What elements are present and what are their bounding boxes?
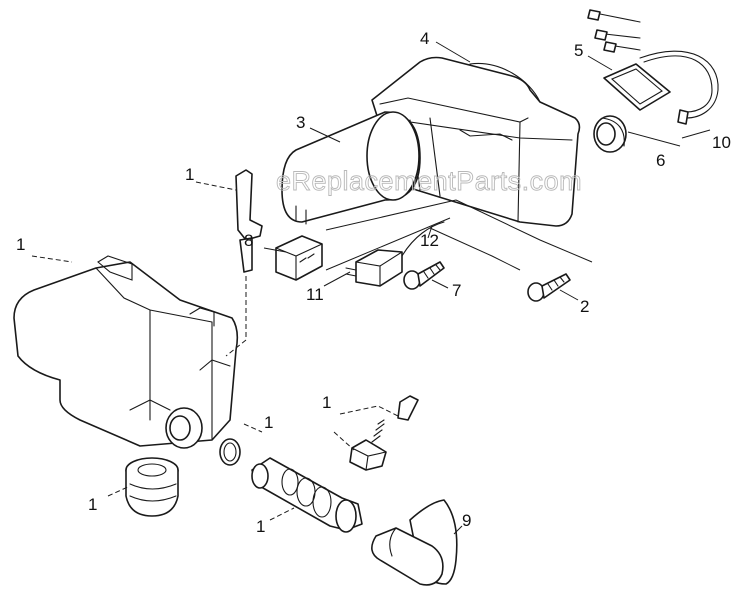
callout-3: 3 (296, 113, 305, 132)
callout-12: 12 (420, 231, 439, 250)
callout-7: 7 (452, 281, 461, 300)
callout-1-clip: 1 (185, 165, 194, 184)
switch (275, 235, 323, 281)
callout-1-cap: 1 (88, 495, 97, 514)
callout-1-body: 1 (16, 235, 25, 254)
callout-6: 6 (656, 151, 665, 170)
valve-stem (251, 457, 363, 533)
callout-2: 2 (580, 297, 589, 316)
callout-5: 5 (574, 41, 583, 60)
screw-7 (403, 261, 445, 290)
seal-frame (603, 63, 671, 111)
callout-9: 9 (462, 511, 471, 530)
connector-block (345, 221, 445, 287)
watermark-text: eReplacementParts.com (276, 166, 582, 196)
callout-leaders (263, 41, 711, 535)
clip-upper (235, 169, 263, 273)
callout-11: 11 (306, 285, 324, 304)
cap-grommet (125, 457, 179, 517)
callout-1-spring: 1 (322, 393, 331, 412)
callout-labels: 1 1 1 1 1 1 2 3 4 5 6 7 8 9 10 11 12 (16, 29, 731, 536)
callout-1-oring: 1 (264, 413, 273, 432)
o-ring (219, 438, 241, 466)
grommet (593, 115, 627, 153)
screw-2 (527, 273, 571, 302)
capacitor (281, 111, 421, 225)
callout-10: 10 (712, 133, 731, 152)
knob-handle (371, 499, 458, 586)
assembly-lines (31, 181, 593, 521)
callout-1-stem: 1 (256, 517, 265, 536)
cable-assembly (587, 9, 719, 125)
spring-assembly (349, 395, 419, 471)
callout-8: 8 (244, 231, 253, 250)
callout-4: 4 (420, 29, 429, 48)
main-body (13, 255, 239, 449)
